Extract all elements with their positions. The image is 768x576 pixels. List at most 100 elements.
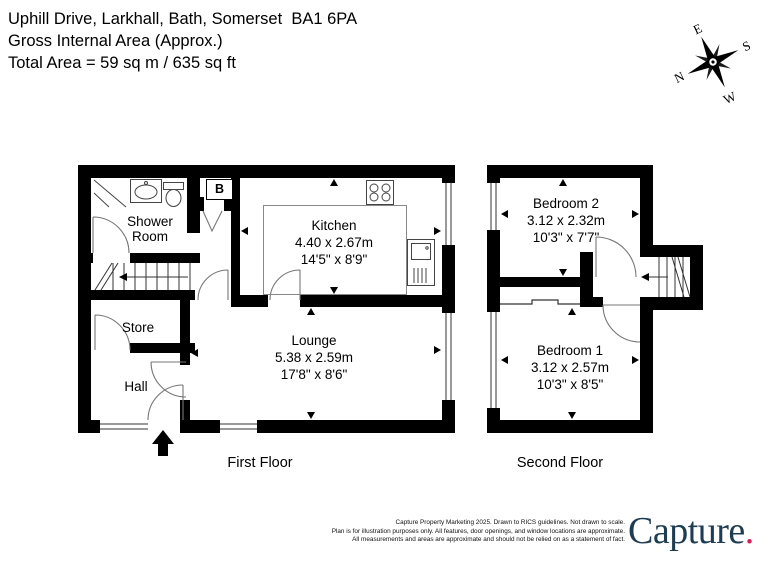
- first-floor-fixtures-shape: [381, 183, 391, 193]
- first-floor-walls-shape: [180, 420, 220, 433]
- second-floor-stairs: [649, 256, 691, 298]
- room-label-bedroom1: Bedroom 1 3.12 x 2.57m 10'3" x 8'5": [500, 342, 640, 393]
- bedroom1-imperial-dims: 10'3" x 8'5": [536, 377, 604, 392]
- capture-logo-text: Capture: [628, 510, 745, 552]
- first-floor-measure-arrows-shape: [241, 227, 248, 235]
- first-floor-walls-shape: [130, 343, 195, 353]
- first-floor-windows-shape: [220, 423, 257, 430]
- bedroom1-metric-dims: 3.12 x 2.57m: [530, 360, 610, 375]
- header-block: Uphill Drive, Larkhall, Bath, Somerset B…: [8, 8, 357, 74]
- shower-label-line2: Room: [131, 229, 168, 244]
- boiler-box: B: [206, 179, 233, 200]
- cupboard-front: [500, 299, 580, 305]
- hob-icon: [366, 180, 394, 205]
- first-floor-fixtures-shape: [369, 183, 379, 193]
- first-floor-stairs-shape: [94, 262, 119, 291]
- first-floor-walls: [78, 165, 455, 433]
- compass-rose-shape-shape: [711, 60, 715, 64]
- bedroom2-name: Bedroom 2: [532, 196, 600, 211]
- second-floor-windows-shape: [487, 312, 500, 408]
- first-floor-fixtures-shape: [165, 189, 182, 207]
- first-floor-stairs: [94, 262, 191, 291]
- second-floor-windows: [487, 183, 500, 408]
- second-floor-measure-arrows-shape: [501, 210, 508, 218]
- lounge-imperial-dims: 17'8" x 8'6": [280, 367, 348, 382]
- first-floor-measure-arrows-shape: [330, 179, 338, 186]
- second-floor-walls-shape: [640, 310, 653, 433]
- shower-room-door: [92, 216, 130, 254]
- sink-unit-icon: [407, 239, 435, 286]
- inner-hall-door: [197, 269, 229, 301]
- first-floor-walls-shape: [231, 165, 240, 300]
- second-floor-measure-arrows-shape: [501, 356, 508, 364]
- capture-logo: Capture.: [628, 511, 754, 551]
- lounge-door: [150, 361, 187, 398]
- first-floor-measure-arrows-shape: [434, 227, 441, 235]
- room-label-kitchen: Kitchen 4.40 x 2.67m 14'5" x 8'9": [264, 217, 404, 268]
- first-floor-walls-shape: [78, 290, 195, 300]
- room-label-hall: Hall: [106, 378, 166, 395]
- kitchen-name: Kitchen: [311, 218, 357, 233]
- second-floor-windows-shape: [490, 312, 497, 408]
- second-floor-walls-shape: [487, 420, 653, 433]
- first-floor-walls-shape: [231, 295, 268, 307]
- second-floor-walls-shape: [690, 245, 703, 310]
- first-floor-measure-arrows-shape: [307, 308, 315, 315]
- first-floor-windows-shape: [445, 183, 452, 245]
- stairs-direction-arrow: [119, 273, 127, 281]
- first-floor-walls-shape: [78, 165, 455, 178]
- first-floor-fixtures-shape: [144, 181, 148, 185]
- disclaimer-line2: Plan is for illustration purposes only. …: [331, 527, 625, 535]
- toilet-icon: [163, 182, 184, 190]
- second-floor-stairs-shape: [671, 256, 691, 298]
- second-floor-walls-shape: [580, 252, 593, 307]
- entrance-arrow: [152, 430, 174, 456]
- second-floor-measure-arrows-shape: [568, 308, 576, 315]
- first-floor-walls-shape: [187, 165, 200, 233]
- first-floor-walls-shape: [224, 197, 232, 211]
- first-floor-windows-shape: [442, 183, 455, 245]
- lounge-name: Lounge: [291, 333, 337, 348]
- second-floor-walls-shape: [640, 165, 653, 245]
- first-floor-fixtures-shape: [425, 246, 429, 250]
- room-label-bedroom2: Bedroom 2 3.12 x 2.32m 10'3" x 7'7": [496, 195, 636, 246]
- lounge-metric-dims: 5.38 x 2.59m: [274, 350, 354, 365]
- first-floor-walls-shape: [78, 253, 93, 263]
- first-floor-windows-shape: [100, 423, 148, 430]
- first-floor-caption: First Floor: [227, 455, 293, 471]
- first-floor-measure-arrows-shape: [330, 287, 338, 294]
- stairs-direction-arrow-2: [641, 273, 649, 281]
- boiler-label: B: [214, 182, 225, 196]
- kitchen-metric-dims: 4.40 x 2.67m: [294, 235, 374, 250]
- first-floor-walls-shape: [180, 300, 190, 365]
- second-floor-walls-shape: [487, 277, 593, 287]
- room-label-shower: Shower Room: [110, 214, 190, 244]
- total-area-line: Total Area = 59 sq m / 635 sq ft: [8, 54, 236, 72]
- first-floor-walls-shape: [196, 197, 204, 211]
- first-floor-fixtures-shape: [411, 243, 431, 260]
- first-floor-fixtures-shape: [369, 192, 379, 202]
- first-floor-walls-shape: [78, 420, 100, 433]
- compass-rose: N E S W: [672, 20, 753, 107]
- second-floor-measure-arrows-shape: [559, 269, 567, 276]
- second-floor-walls-shape: [640, 297, 703, 310]
- store-door: [94, 314, 131, 351]
- second-floor-windows-shape: [487, 183, 500, 230]
- first-floor-walls-shape: [442, 165, 455, 183]
- second-floor-windows-shape: [490, 183, 497, 230]
- first-floor-walls-shape: [300, 295, 455, 307]
- bedroom2-metric-dims: 3.12 x 2.32m: [526, 213, 606, 228]
- second-floor-measure-arrows-shape: [632, 210, 639, 218]
- second-floor-walls-shape: [593, 297, 603, 307]
- first-floor-measure-arrows-shape: [307, 412, 315, 419]
- room-label-lounge: Lounge 5.38 x 2.59m 17'8" x 8'6": [244, 332, 384, 383]
- first-floor-walls-shape: [180, 400, 190, 420]
- front-door: [147, 384, 184, 421]
- first-floor-measure-arrows-shape: [434, 346, 441, 354]
- bedroom2-imperial-dims: 10'3" x 7'7": [532, 230, 600, 245]
- first-floor-walls-shape: [130, 253, 200, 263]
- basin-icon: [130, 179, 162, 203]
- bedroom1-name: Bedroom 1: [536, 343, 604, 358]
- bedroom2-door: [595, 236, 637, 278]
